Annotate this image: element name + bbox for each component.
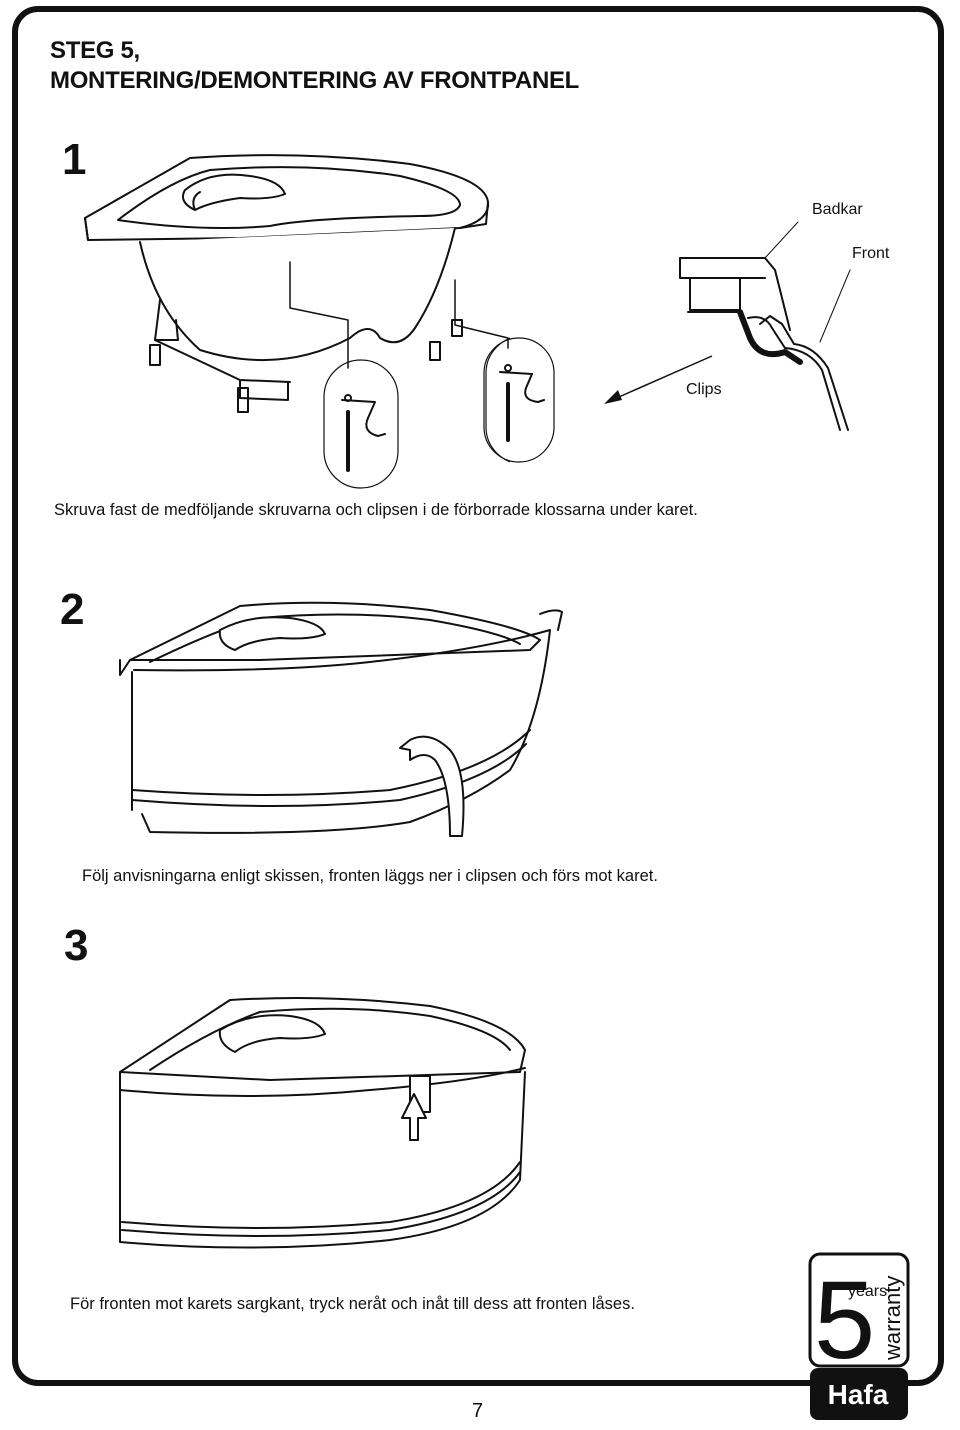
warranty-number: 5 [814, 1259, 875, 1382]
page-number: 7 [472, 1400, 484, 1422]
warranty-years: years [848, 1283, 887, 1300]
clips-arrow [604, 355, 713, 404]
step-1-bathtub-illustration [84, 154, 510, 489]
title-line-2: MONTERING/DEMONTERING AV FRONTPANEL [50, 67, 580, 94]
warranty-word: warranty [880, 1276, 905, 1361]
step-2-number: 2 [60, 585, 85, 634]
title-line-1: STEG 5, [50, 37, 140, 64]
step-3-bathtub-illustration [119, 997, 526, 1249]
step-2-caption: Följ anvisningarna enligt skissen, front… [82, 867, 658, 885]
step-3-number: 3 [64, 921, 89, 970]
page-border [12, 6, 944, 1386]
step-1-cross-section [679, 221, 851, 431]
callout-front: Front [852, 245, 890, 262]
callout-badkar: Badkar [812, 201, 863, 218]
warranty-logo: 5 years warranty Hafa [808, 1252, 910, 1420]
callout-clips: Clips [686, 381, 722, 398]
step-3-caption: För fronten mot karets sargkant, tryck n… [70, 1295, 635, 1313]
brand-logo: Hafa [828, 1379, 889, 1410]
step-1-clip-detail [483, 337, 555, 463]
step-1-caption: Skruva fast de medföljande skruvarna och… [54, 501, 698, 519]
step-1-number: 1 [62, 135, 87, 184]
page-title: STEG 5, MONTERING/DEMONTERING AV FRONTPA… [50, 36, 579, 96]
step-2-bathtub-illustration [119, 601, 563, 837]
